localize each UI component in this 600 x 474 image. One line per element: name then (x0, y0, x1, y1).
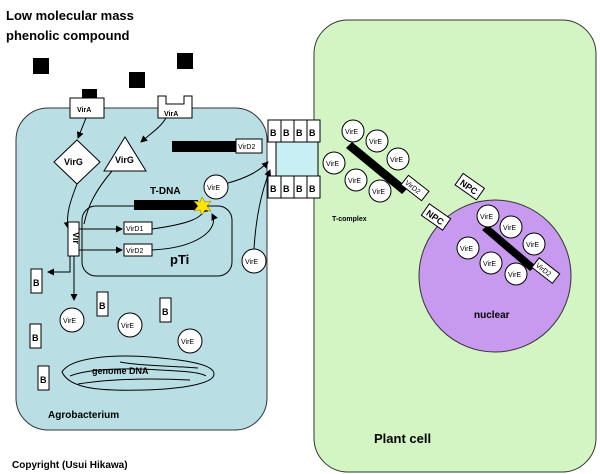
arrow-vira-virg (76, 117, 87, 139)
virg-label: VirG (64, 157, 83, 167)
vire-protein: VirE (203, 174, 229, 200)
t-complex: VirD2 VirE VirE VirE VirE VirE VirE (322, 119, 430, 203)
vire-protein: VirE (476, 204, 500, 228)
vire-label: VirE (480, 214, 493, 221)
line-virg-vir (83, 170, 113, 225)
vire-label: VirE (63, 318, 76, 325)
vire-protein: VirE (479, 251, 503, 275)
arrow-vir-b (47, 256, 71, 276)
cleavage-star-icon (193, 196, 212, 216)
vire-protein: VirE (322, 151, 346, 175)
secretion-channel: B B B B B B B B (267, 119, 321, 199)
vir-region: Vir (67, 221, 81, 257)
exported-tdna-bar (172, 141, 236, 152)
vird2-protein-label: VirD2 (238, 144, 255, 151)
channel-b-label: B (270, 128, 277, 138)
vire-label: VirE (121, 323, 134, 330)
vire-protein: VirE (344, 168, 368, 192)
vire-protein: VirE (365, 129, 389, 153)
b-protein: B (29, 323, 42, 349)
vire-protein: VirE (59, 307, 85, 333)
vird1-gene: VirD1 (123, 221, 153, 235)
vira-receptor-left: VirA (69, 97, 105, 119)
vire-label: VirE (503, 225, 516, 232)
channel-b-label: B (309, 128, 316, 138)
channel-b-label: B (283, 184, 290, 194)
arrow-vird2-tdna (151, 213, 218, 251)
genome-dna: genome DNA (61, 355, 215, 391)
channel-b-label: B (296, 184, 303, 194)
vird2-label: VirD2 (126, 248, 143, 255)
phenolic-label-line1: Low molecular mass (6, 8, 134, 23)
vire-label: VirE (245, 259, 258, 266)
b-label: B (99, 301, 106, 311)
virg-label: VirG (115, 155, 134, 165)
vire-label: VirE (390, 157, 403, 164)
b-label: B (162, 307, 169, 317)
phenolic-label-line2: phenolic compound (6, 28, 130, 43)
b-label: B (32, 333, 39, 343)
vire-label: VirE (508, 272, 521, 279)
t-complex-label: T-complex (332, 216, 367, 223)
pti-label: pTi (170, 252, 189, 267)
vire-protein: VirE (241, 248, 267, 274)
vire-protein: VirE (522, 232, 546, 256)
t-complex-nuclear: VirD2 VirE VirE VirE VirE VirE VirE (456, 204, 561, 286)
vire-protein: VirE (177, 328, 203, 354)
vire-protein: VirE (504, 262, 528, 286)
tdna-label: T-DNA (150, 186, 181, 197)
vira-label: VirA (77, 107, 91, 114)
vire-protein: VirE (117, 312, 143, 338)
vire-protein: VirE (386, 147, 410, 171)
b-protein: B (37, 365, 50, 391)
vire-label: VirE (348, 178, 361, 185)
vira-receptor-right: VirA (157, 95, 193, 119)
vird2-gene: VirD2 (123, 243, 153, 257)
vire-label: VirE (207, 185, 220, 192)
vire-label: VirE (181, 339, 194, 346)
vird2-protein: VirD2 (235, 138, 263, 154)
vire-protein: VirE (499, 215, 523, 239)
vird1-label: VirD1 (126, 226, 143, 233)
vir-label: Vir (71, 232, 81, 244)
agrobacterium-label: Agrobacterium (48, 410, 119, 421)
vire-label: VirE (483, 261, 496, 268)
phenolic-molecule (33, 58, 49, 74)
tdna-bar (134, 200, 198, 210)
channel-b-label: B (309, 184, 316, 194)
genome-dna-label: genome DNA (92, 366, 149, 376)
vire-protein: VirE (456, 236, 480, 260)
b-protein: B (96, 291, 109, 317)
nucleus-label: nuclear (474, 310, 510, 321)
vire-protein: VirE (368, 179, 392, 203)
vire-label: VirE (372, 189, 385, 196)
vire-label: VirE (326, 161, 339, 168)
arrow-vire-channel (227, 161, 269, 184)
vire-label: VirE (345, 129, 358, 136)
vira-label: VirA (164, 111, 178, 118)
arrow-vira-virg-triangle (140, 117, 167, 143)
channel-b-label: B (296, 128, 303, 138)
agrobacterium-cell (15, 107, 268, 431)
vire-label: VirE (526, 242, 539, 249)
channel-b-label: B (283, 128, 290, 138)
channel-b-label: B (270, 184, 277, 194)
b-protein: B (159, 297, 172, 323)
b-label: B (40, 375, 47, 385)
vire-label: VirE (369, 139, 382, 146)
b-label: B (33, 278, 40, 288)
b-protein: B (30, 268, 43, 294)
virg-triangle: VirG (103, 136, 147, 172)
plant-cell-label: Plant cell (374, 431, 431, 446)
copyright-text: Copyright (Usui Hikawa) (12, 460, 128, 471)
vire-protein: VirE (341, 119, 365, 143)
phenolic-molecule (177, 53, 193, 69)
vire-label: VirE (460, 246, 473, 253)
phenolic-molecule (129, 72, 145, 88)
